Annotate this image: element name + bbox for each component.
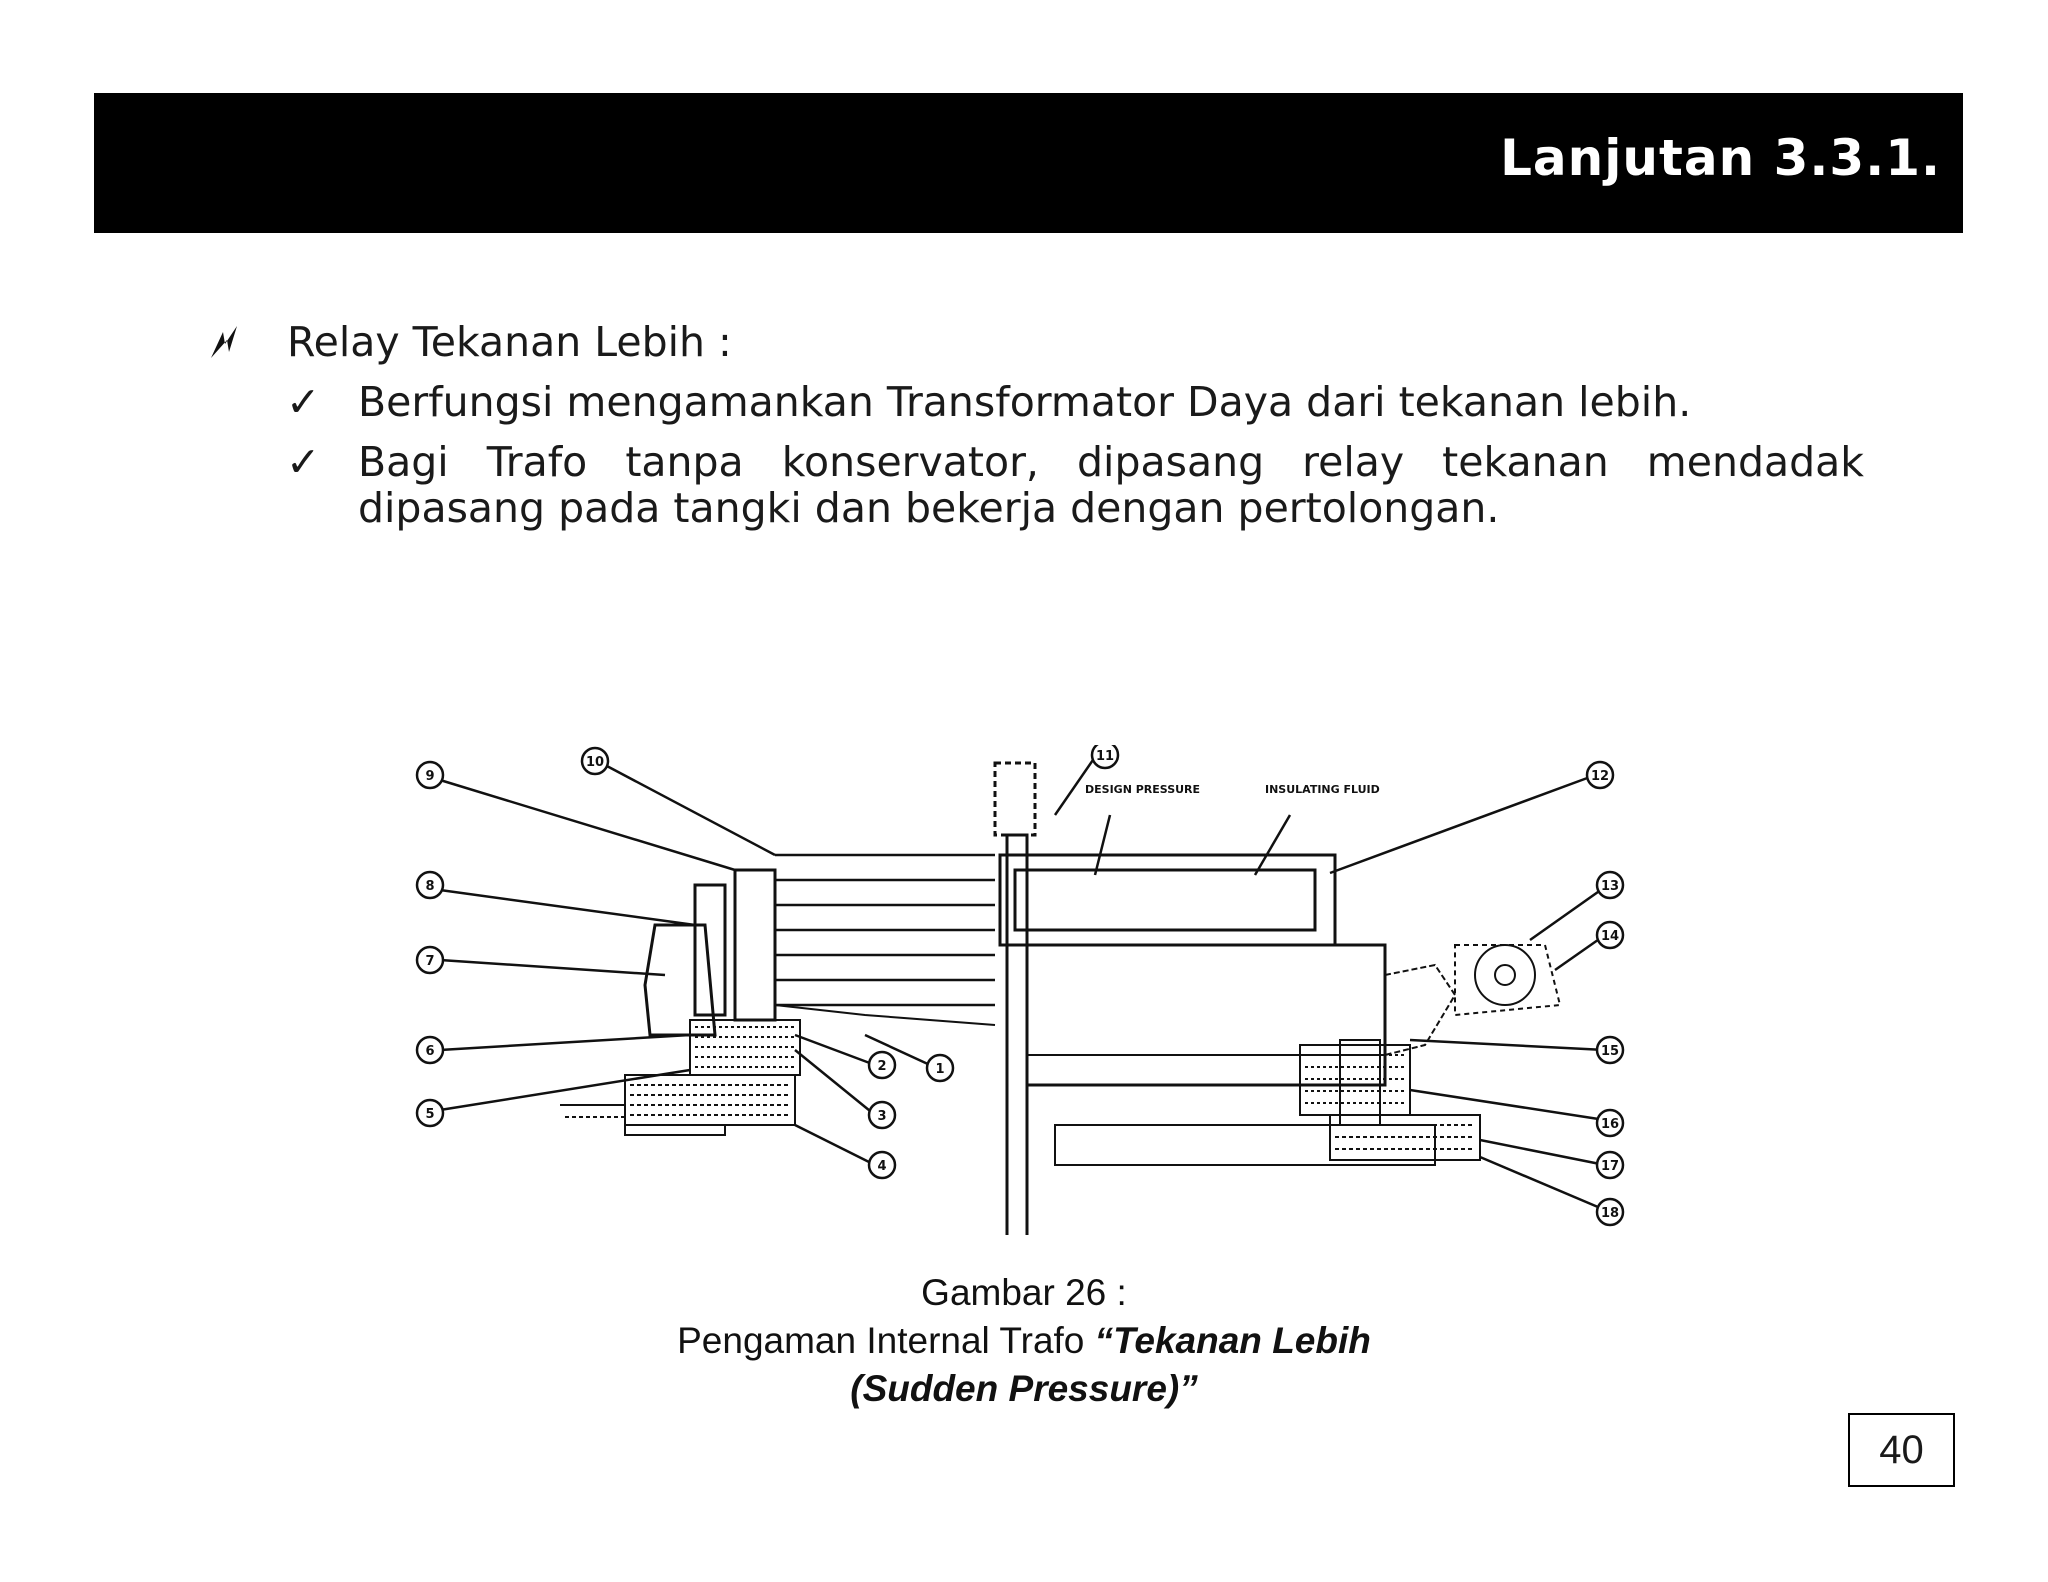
callout-10: [580, 746, 610, 776]
checkmark-icon: ✓: [286, 438, 321, 486]
caption-plain-text: Pengaman Internal Trafo: [677, 1320, 1095, 1361]
leader-14: [1554, 933, 1606, 972]
callout-label-11: 11: [1096, 749, 1114, 764]
callout-label-9: 9: [425, 769, 434, 784]
diagram-left-foot: [560, 1104, 726, 1136]
callout-label-17: 17: [1601, 1159, 1619, 1174]
diagram-left-arm: [643, 923, 717, 1037]
diagram-left-base: [624, 1074, 796, 1126]
callout-13: [1595, 870, 1625, 900]
diagram-gear: [1474, 944, 1536, 1006]
leader-2: [794, 1033, 876, 1067]
leader-16: [1409, 1088, 1606, 1122]
callout-12: [1585, 760, 1615, 790]
page-number: 40: [1848, 1413, 1955, 1487]
diagram-pressure-window: [1013, 868, 1317, 932]
header-bar: Lanjutan 3.3.1.: [94, 93, 1963, 233]
callout-label-10: 10: [586, 755, 604, 770]
checkmark-icon: ✓: [286, 378, 321, 426]
callout-5: [415, 1098, 445, 1128]
callout-1: [925, 1053, 955, 1083]
callout-label-1: 1: [935, 1062, 944, 1077]
section-title: Lanjutan 3.3.1.: [1500, 129, 1941, 187]
diagram-right-bolt: [1339, 1039, 1381, 1126]
callout-label-4: 4: [877, 1159, 886, 1174]
leader-17: [1479, 1138, 1606, 1167]
leader-5: [439, 1068, 691, 1112]
leader-insulating-fluid: [1253, 814, 1292, 876]
callout-label-5: 5: [425, 1107, 434, 1122]
callout-label-8: 8: [425, 879, 434, 894]
callout-label-2: 2: [877, 1059, 886, 1074]
figure-caption-title: Gambar 26 :: [921, 1272, 1127, 1313]
leader-design-pressure: [1093, 814, 1112, 876]
callout-16: [1595, 1108, 1625, 1138]
callout-label-16: 16: [1601, 1117, 1619, 1132]
leader-8: [439, 888, 696, 927]
callout-4: [867, 1150, 897, 1180]
leader-6: [439, 1033, 691, 1052]
leader-3: [794, 1049, 876, 1116]
callout-8: [415, 870, 445, 900]
callout-label-3: 3: [877, 1109, 886, 1124]
leader-18: [1479, 1155, 1606, 1212]
sub-item-text: Bagi Trafo tanpa konservator, dipasang r…: [358, 438, 1864, 532]
diagram-lower-housing: [1027, 943, 1387, 1087]
leader-4: [794, 1123, 876, 1167]
diagram-left-stack: [733, 868, 777, 1022]
callout-3: [867, 1100, 897, 1130]
leader-13: [1529, 885, 1606, 942]
callout-7: [415, 945, 445, 975]
callout-label-14: 14: [1601, 929, 1619, 944]
callout-label-13: 13: [1601, 879, 1619, 894]
leader-1: [864, 1033, 931, 1067]
leader-7: [439, 958, 666, 977]
main-bullet-label: Relay Tekanan Lebih :: [287, 318, 732, 366]
callout-label-18: 18: [1601, 1206, 1619, 1221]
callout-label-15: 15: [1601, 1044, 1619, 1059]
caption-emphasis-text: “Tekanan Lebih: [1094, 1320, 1371, 1361]
figure-caption-line3: (Sudden Pressure)”: [850, 1368, 1198, 1409]
diagram-right-base: [1329, 1114, 1481, 1161]
leader-11: [1053, 756, 1097, 816]
callout-11: [1090, 745, 1120, 770]
label-insulating-fluid: INSULATING FLUID: [1265, 783, 1380, 796]
callout-15: [1595, 1035, 1625, 1065]
figure-caption-line2: Pengaman Internal Trafo “Tekanan Lebih: [0, 1318, 2048, 1364]
callout-18: [1595, 1197, 1625, 1227]
diagram-main-body: [1005, 833, 1029, 1235]
callout-label-12: 12: [1591, 769, 1609, 784]
leader-15: [1409, 1038, 1606, 1052]
callout-6: [415, 1035, 445, 1065]
callout-2: [867, 1050, 897, 1080]
callout-label-7: 7: [425, 954, 434, 969]
diagram-top-cap: [993, 761, 1037, 837]
sudden-pressure-relay-diagram: 9 8 7 6 5 2 1 3 4 10 11 12 13 14 15 16 1…: [415, 745, 1625, 1235]
leader-9: [439, 778, 736, 872]
callout-label-6: 6: [425, 1044, 434, 1059]
diagram-fins: [775, 853, 995, 1007]
callout-9: [415, 760, 445, 790]
sub-item-text: Berfungsi mengamankan Transformator Daya…: [358, 378, 1692, 426]
diagram-left-post: [693, 883, 727, 1017]
leader-10: [604, 763, 776, 857]
callout-14: [1595, 920, 1625, 950]
lightning-bullet-icon: [211, 326, 237, 358]
label-design-pressure: DESIGN PRESSURE: [1085, 783, 1200, 796]
callout-17: [1595, 1150, 1625, 1180]
leader-12: [1329, 775, 1591, 875]
